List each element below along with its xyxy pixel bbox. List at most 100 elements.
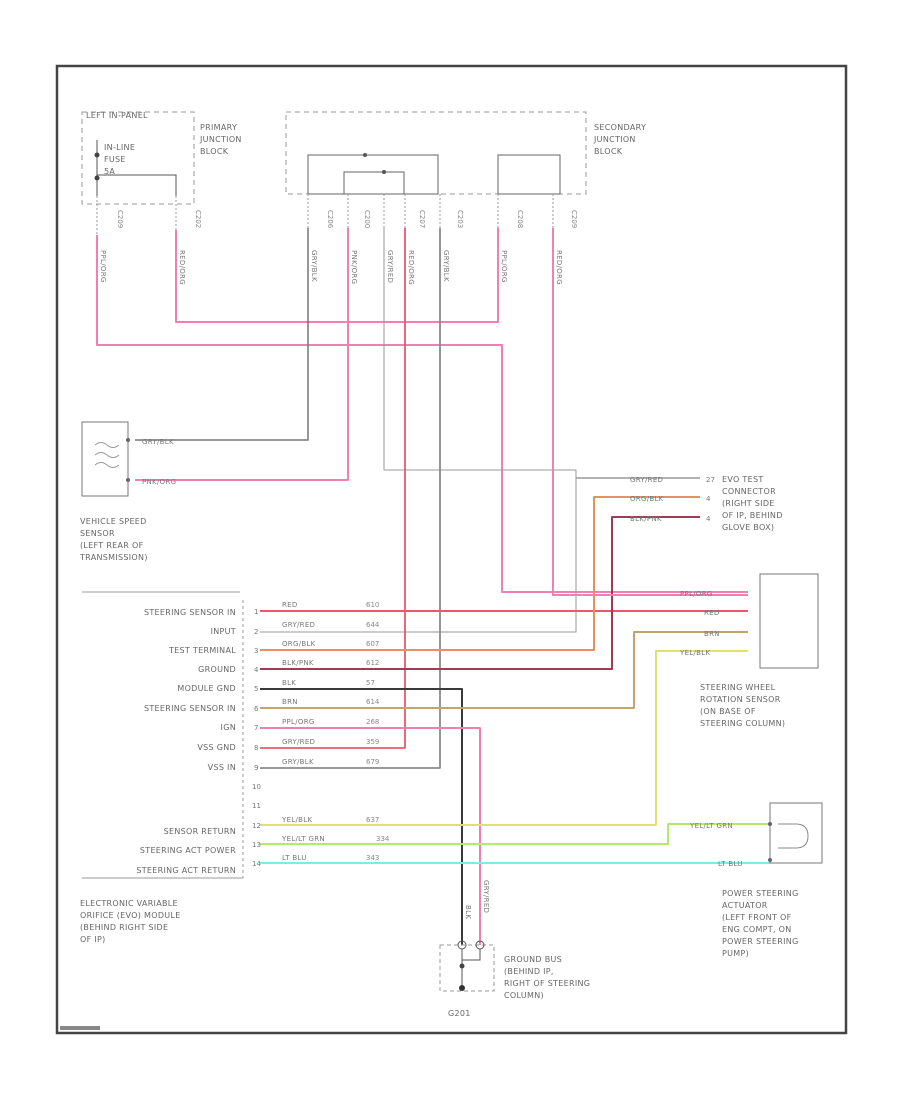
left-in-panel-label: LEFT IN-PANEL [86, 111, 148, 120]
vss-label-1: VEHICLE SPEED [80, 517, 147, 526]
actuator-label-3: (LEFT FRONT OF [722, 913, 792, 922]
pin-wire-color: LT BLU [282, 854, 307, 862]
module-pin-row-8: VSS GND 8 GRY/RED 359 [197, 738, 379, 752]
swps-label-4: STEERING COLUMN) [700, 719, 785, 728]
module-pin-row-11: 11 [252, 802, 261, 810]
evo-test-connector: GRY/RED 27 ORG/BLK 4 BLK/PNK 4 EVO TEST … [630, 475, 783, 532]
pin-name: SENSOR RETURN [164, 827, 236, 836]
evo-wire-pin-2: 4 [706, 495, 711, 503]
pin-number: 14 [252, 860, 261, 868]
diagram-frame [55, 64, 848, 1035]
vss-wire-bottom: PNK/ORG [142, 478, 176, 486]
pin-number: 6 [254, 705, 259, 713]
ground-label-3: RIGHT OF STEERING [504, 979, 590, 988]
primary-label-2: JUNCTION [199, 135, 242, 144]
wire-color-label: RED/ORG [178, 250, 186, 285]
pin-wire-color: BRN [282, 698, 298, 706]
circuit-label: C207 [418, 210, 426, 228]
pin-circuit: 57 [366, 679, 375, 687]
evo-wire-pin-3: 4 [706, 515, 711, 523]
pin-circuit: 343 [366, 854, 379, 862]
pin-circuit: 614 [366, 698, 380, 706]
pin-number: 10 [252, 783, 261, 791]
evo-wire-color-2: ORG/BLK [630, 495, 664, 503]
wire-pink-bus [175, 228, 499, 323]
pin-name: STEERING SENSOR IN [144, 608, 236, 617]
wire-color-label: RED/ORG [555, 250, 563, 285]
vss-label-2: SENSOR [80, 529, 115, 538]
pin-circuit: 610 [366, 601, 379, 609]
module-pin-row-9: VSS IN 9 GRY/BLK 679 [208, 758, 380, 772]
ground-bus: BLK GRY/RED GROUND BUS (BEHIND IP, RIGHT… [439, 880, 590, 1018]
fuse-label-1: IN-LINE [104, 143, 135, 152]
pin-number: 9 [254, 764, 258, 772]
wire-grn-pin13 [260, 823, 770, 845]
wire-yel-pin12 [260, 650, 748, 826]
pin-circuit: 644 [366, 621, 380, 629]
circuit-label: C200 [363, 210, 371, 228]
module-pin-row-14: STEERING ACT RETURN 14 LT BLU 343 [136, 854, 379, 875]
wire-ppl-org-main [96, 235, 748, 593]
module-label-4: OF IP) [80, 935, 106, 944]
pin-name: VSS IN [208, 763, 236, 772]
pin-number: 12 [252, 822, 261, 830]
evo-wire-color-3: BLK/PNK [630, 515, 662, 523]
wire-color-label: PPL/ORG [99, 250, 107, 283]
pin-circuit: 679 [366, 758, 379, 766]
pin-wire-color: YEL/BLK [281, 816, 312, 824]
evo-test-label-3: (RIGHT SIDE [722, 499, 775, 508]
module-pin-row-10: 10 [252, 783, 261, 791]
wire-red-pin8 [260, 228, 406, 749]
pin-number: 5 [254, 685, 258, 693]
actuator-wire-2: LT BLU [718, 860, 743, 868]
pin-circuit: 637 [366, 816, 379, 824]
actuator-label-5: POWER STEERING [722, 937, 799, 946]
evo-test-label-2: CONNECTOR [722, 487, 776, 496]
module-label-3: (BEHIND RIGHT SIDE [80, 923, 168, 932]
wire-brn-pin6 [260, 631, 748, 709]
left-in-panel-fuse-box: LEFT IN-PANEL IN-LINE FUSE 5A PRIMARY JU… [81, 111, 242, 235]
fuse-label-3: 5A [104, 167, 115, 176]
ground-point-icon [459, 985, 465, 991]
circuit-label: C209 [570, 210, 578, 228]
pin-wire-color: GRY/RED [282, 621, 315, 629]
pin-name: MODULE GND [177, 684, 236, 693]
ground-wire-1: BLK [464, 905, 472, 919]
actuator-coil-icon [778, 823, 809, 849]
wire-color-label: RED/ORG [407, 250, 415, 285]
corner-mark [60, 1026, 100, 1030]
fuse-label-2: FUSE [104, 155, 126, 164]
module-pin-row-1: STEERING SENSOR IN 1 RED 610 [144, 601, 379, 617]
ground-wire-2: GRY/RED [482, 880, 490, 913]
wire-darkred-pin4 [260, 516, 700, 670]
module-label-1: ELECTRONIC VARIABLE [80, 899, 178, 908]
pin-name: STEERING ACT POWER [140, 846, 236, 855]
vehicle-speed-sensor: GRY/BLK PNK/ORG VEHICLE SPEED SENSOR (LE… [79, 421, 176, 562]
pin-wire-color: GRY/RED [282, 738, 315, 746]
swps-wire-2: RED [704, 609, 720, 617]
module-pin-row-6: STEERING SENSOR IN 6 BRN 614 [144, 698, 380, 713]
ground-label-2: (BEHIND IP, [504, 967, 554, 976]
evo-wire-pin-1: 27 [706, 476, 715, 484]
ground-label-4: COLUMN) [504, 991, 544, 1000]
pin-name: STEERING ACT RETURN [136, 866, 236, 875]
wire-color-label: PNK/ORG [350, 250, 358, 284]
actuator-label-6: PUMP) [722, 949, 749, 958]
pin-wire-color: RED [282, 601, 298, 609]
pin-name: VSS GND [197, 743, 236, 752]
top-wire-labels: C209 PPL/ORG C202 RED/ORG C206 GRY/BLK P… [99, 210, 578, 285]
vss-wire-top: GRY/BLK [142, 438, 174, 446]
wire-color-label: GRY/RED [386, 250, 394, 283]
pin-name: IGN [221, 723, 236, 732]
wire-blk-pin5 [260, 688, 463, 945]
vss-label-4: TRANSMISSION) [79, 553, 148, 562]
pin-wire-color: BLK [282, 679, 296, 687]
pin-number: 13 [252, 841, 261, 849]
pin-circuit: 359 [366, 738, 379, 746]
evo-test-label-4: OF IP, BEHIND [722, 511, 783, 520]
secondary-label-3: BLOCK [594, 147, 623, 156]
evo-test-label-1: EVO TEST [722, 475, 764, 484]
sensor-coil-icon [94, 442, 120, 468]
secondary-label-1: SECONDARY [594, 123, 646, 132]
